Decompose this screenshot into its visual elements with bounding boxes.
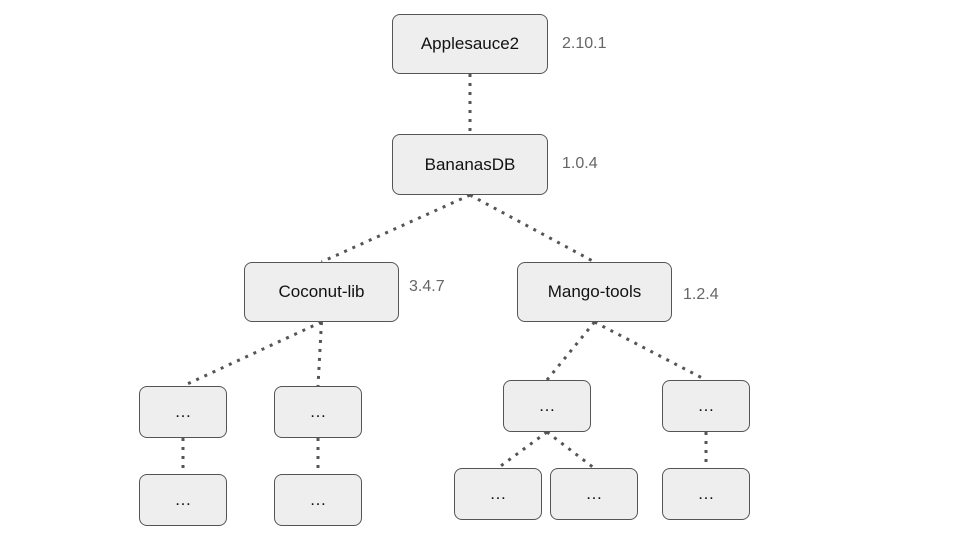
node-placeholder[interactable]: … (274, 474, 362, 526)
node-placeholder[interactable]: … (662, 380, 750, 432)
edge-coconut-c2 (316, 321, 323, 387)
version-bananasdb: 1.0.4 (562, 155, 598, 172)
node-placeholder[interactable]: … (550, 468, 638, 520)
version-applesauce2: 2.10.1 (562, 35, 607, 52)
node-placeholder[interactable]: … (503, 380, 591, 432)
node-placeholder[interactable]: … (139, 386, 227, 438)
node-placeholder[interactable]: … (454, 468, 542, 520)
edge-mango-m1 (545, 321, 596, 381)
node-placeholder[interactable]: … (274, 386, 362, 438)
node-placeholder[interactable]: … (662, 468, 750, 520)
node-mango-tools[interactable]: Mango-tools (517, 262, 672, 322)
node-applesauce2[interactable]: Applesauce2 (392, 14, 548, 74)
edge-bananasdb-coconut (320, 193, 471, 264)
edge-mango-m2 (593, 320, 707, 382)
version-coconut-lib: 3.4.7 (409, 278, 445, 295)
edge-bananasdb-mango (469, 193, 596, 264)
edge-m1-m1b (546, 430, 595, 470)
node-placeholder[interactable]: … (139, 474, 227, 526)
edge-coconut-c1 (182, 320, 323, 388)
node-bananasdb[interactable]: BananasDB (392, 134, 548, 195)
node-coconut-lib[interactable]: Coconut-lib (244, 262, 399, 322)
version-mango-tools: 1.2.4 (683, 286, 719, 303)
edge-m1-m1a (497, 430, 548, 470)
